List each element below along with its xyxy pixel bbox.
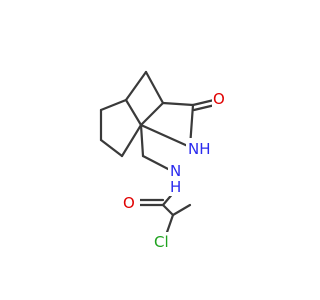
bond-lactam-co-2	[192, 103, 217, 112]
bond-ring-c5	[124, 98, 143, 127]
oxygen-amide-label: O	[123, 194, 135, 212]
bond-lactam-co-1	[191, 98, 216, 107]
bond-ring-c6	[139, 101, 165, 127]
bond-ch2	[139, 123, 145, 158]
chlorine-label: Cl	[154, 233, 169, 251]
nitrogen-amide-hydrogen-label: H	[170, 178, 181, 196]
bond-co-chcl	[161, 203, 175, 217]
bond-c-carbonyl	[161, 101, 195, 107]
bond-ring-c4	[120, 123, 143, 158]
nitrogen-amide-label: N	[170, 162, 181, 180]
structure-diagram: O NH N H O Cl	[99, 70, 230, 252]
bond-ring-c1	[99, 98, 128, 112]
bond-bridge-left	[124, 70, 148, 102]
bond-chcl-ch3	[171, 203, 192, 217]
bond-ch2-n	[141, 154, 172, 172]
molecule-canvas: O NH N H O Cl	[99, 70, 230, 252]
bond-n-bridgehead	[139, 123, 192, 149]
bond-ring-c3	[99, 138, 124, 158]
nitrogen-lactam-label: NH	[188, 140, 211, 158]
bond-bridge-right	[144, 70, 165, 105]
atom-labels: O NH N H O Cl	[122, 89, 230, 252]
oxygen-lactam-label: O	[213, 90, 225, 108]
